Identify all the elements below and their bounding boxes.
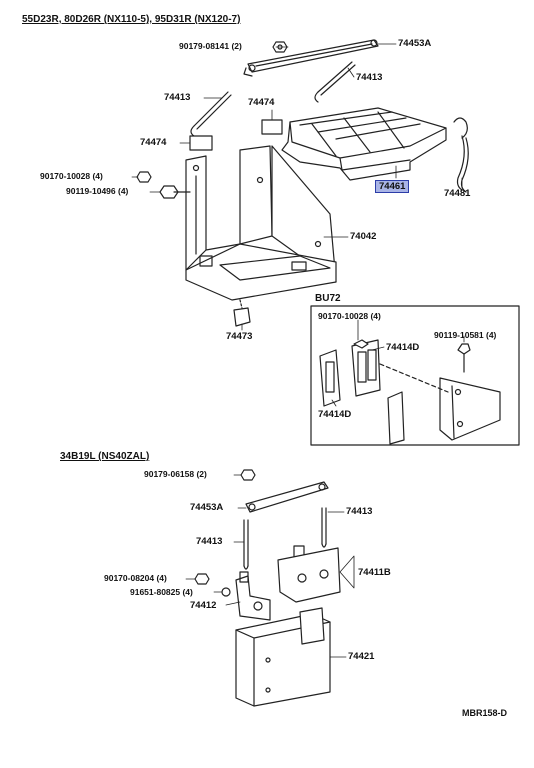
pad-lower — [189, 135, 213, 151]
label-clamp-bottom[interactable]: 74453A — [190, 502, 224, 513]
label-rod-bottom-right[interactable]: 74413 — [346, 506, 373, 517]
battery-cover — [281, 107, 447, 181]
label-nut-left[interactable]: 90170-10028 (4) — [40, 171, 103, 181]
label-nut-bottom[interactable]: 90179-06158 (2) — [144, 469, 207, 479]
leader-lines-bottom — [185, 474, 355, 658]
label-inset-bracket-b[interactable]: 74414D — [318, 409, 352, 420]
header-top: 55D23R, 80D26R (NX110-5), 95D31R (NX120-… — [22, 14, 241, 25]
rod-bottom-right — [321, 507, 327, 548]
label-battery-box[interactable]: 74421 — [348, 651, 375, 662]
label-rod-right[interactable]: 74413 — [356, 72, 383, 83]
leader-lines-top — [131, 43, 463, 331]
label-nut-bottom-left[interactable]: 90170-08204 (4) — [104, 573, 167, 583]
nut-bottom-left — [194, 573, 210, 585]
header-bottom: 34B19L (NS40ZAL) — [60, 451, 150, 462]
bracket-74411b — [277, 545, 341, 603]
label-clamp-top[interactable]: 74453A — [398, 38, 432, 49]
bracket-74412 — [235, 571, 271, 621]
label-inset-bracket-a[interactable]: 74414D — [386, 342, 420, 353]
hold-down-rod-right — [314, 61, 356, 103]
inset-frame — [310, 305, 520, 446]
label-bracket-74412[interactable]: 74412 — [190, 600, 217, 611]
label-bracket-74411b[interactable]: 74411B — [358, 567, 391, 578]
header-inset: BU72 — [315, 293, 341, 304]
battery-tray — [185, 145, 337, 301]
label-clip[interactable]: 74473 — [226, 331, 253, 342]
label-inset-bolt[interactable]: 90119-10581 (4) — [434, 330, 497, 340]
clip — [233, 299, 251, 327]
pad-upper — [261, 119, 283, 135]
hold-down-rod-left — [190, 91, 232, 137]
washer-bottom-left — [221, 587, 231, 597]
battery-box-74421 — [235, 607, 331, 707]
label-cover-highlighted[interactable]: 74461 — [374, 180, 410, 193]
label-washer-bottom-left[interactable]: 91651-80825 (4) — [130, 587, 193, 597]
label-inset-nut[interactable]: 90170-10028 (4) — [318, 311, 381, 321]
label-nut-top[interactable]: 90179-08141 (2) — [179, 41, 242, 51]
cover-strap — [453, 117, 469, 193]
rod-bottom-left — [243, 519, 249, 570]
label-pad-upper[interactable]: 74474 — [248, 97, 275, 108]
hold-down-clamp-top — [243, 39, 379, 77]
hold-down-clamp-bottom — [245, 481, 329, 513]
inset-drawing — [319, 319, 501, 445]
label-rod-left[interactable]: 74413 — [164, 92, 191, 103]
label-pad-lower[interactable]: 74474 — [140, 137, 167, 148]
nut-left — [136, 171, 152, 183]
diagram-reference-code: MBR158-D — [462, 708, 508, 718]
label-tray[interactable]: 74042 — [350, 231, 377, 242]
label-bolt-left[interactable]: 90119-10496 (4) — [66, 186, 129, 196]
label-strap[interactable]: 74481 — [444, 188, 471, 199]
nut-bottom — [240, 469, 256, 481]
label-rod-bottom-left[interactable]: 74413 — [196, 536, 223, 547]
